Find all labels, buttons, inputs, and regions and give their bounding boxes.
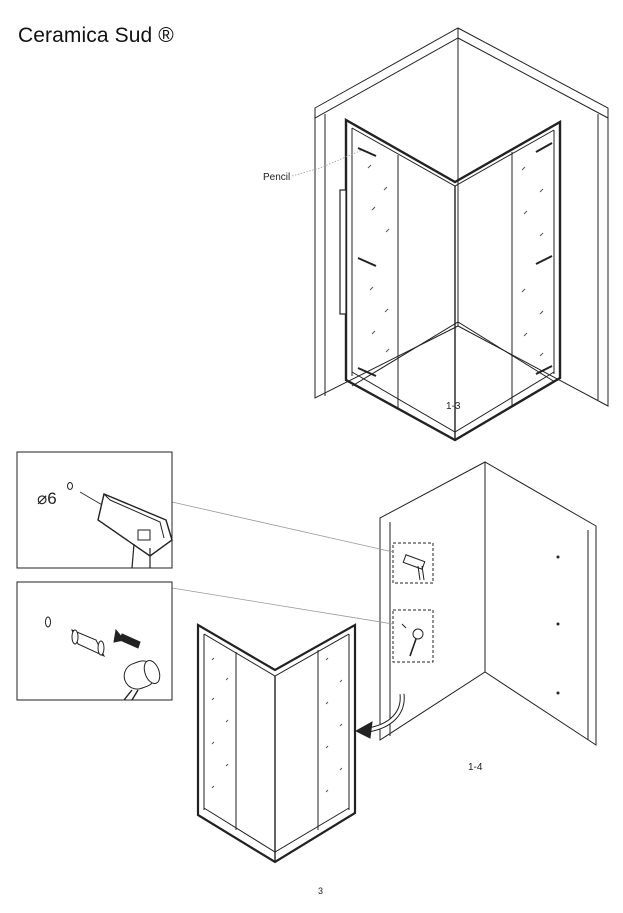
figure-1-3 [291, 27, 609, 442]
page-number: 3 [318, 886, 323, 896]
floor [351, 321, 556, 387]
back-walls [314, 27, 609, 407]
brand-title: Ceramica Sud ® [18, 24, 174, 47]
hammer-detail-box [392, 609, 434, 663]
hammer-detail-panel [16, 581, 173, 701]
pencil-leader-line [291, 149, 363, 177]
pencil-label: Pencil [263, 172, 290, 183]
hammer-small-icon [401, 623, 424, 657]
shower-enclosure [339, 117, 562, 442]
hammer-icon [45, 616, 161, 701]
glass-dots-1-4 [211, 657, 343, 793]
drill-detail-panel: ⌀6 [16, 451, 173, 569]
drill-diameter-label: ⌀6 [37, 489, 57, 508]
drill-icon [67, 482, 173, 569]
figure-1-4 [171, 461, 597, 864]
install-arrow-icon [354, 693, 405, 739]
drill-small-icon [402, 554, 426, 581]
drill-detail-box [392, 542, 434, 584]
walls-1-4 [379, 461, 597, 746]
enclosure-1-4 [196, 623, 357, 864]
step-label-1-4: 1-4 [468, 762, 483, 773]
glass-dots [367, 164, 544, 357]
step-label-1-3: 1-3 [446, 401, 461, 412]
